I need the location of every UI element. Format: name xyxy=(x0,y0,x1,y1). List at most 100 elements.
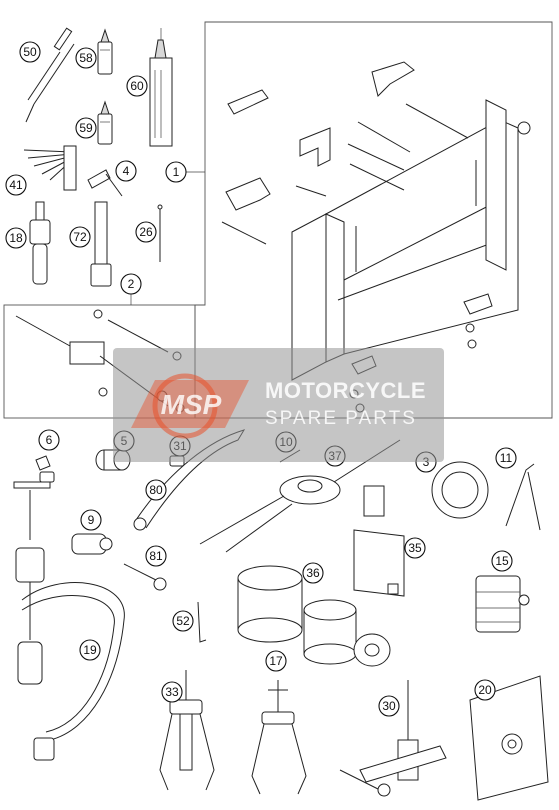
callout-label: 41 xyxy=(9,178,23,192)
callout-label: 9 xyxy=(88,513,95,527)
callout-circle xyxy=(69,226,91,248)
callout-81: 81 xyxy=(145,545,167,567)
callout-label: 30 xyxy=(382,699,396,713)
callout-circle xyxy=(5,227,27,249)
puller-33-part xyxy=(159,670,215,791)
callout-circle xyxy=(120,273,142,295)
watermark-title: MOTORCYCLE xyxy=(265,378,427,403)
callout-1: 1 xyxy=(165,161,187,183)
callout-circle xyxy=(126,75,148,97)
callout-58: 58 xyxy=(75,47,97,69)
callout-circle xyxy=(5,174,27,196)
hex-key-52-part xyxy=(197,601,207,643)
callout-label: 33 xyxy=(165,685,179,699)
pliers-11-part xyxy=(505,463,541,531)
callout-label: 80 xyxy=(149,483,163,497)
callout-label: 18 xyxy=(9,231,23,245)
callout-15: 15 xyxy=(491,550,513,572)
callout-label: 19 xyxy=(83,643,97,657)
tool-4-part xyxy=(87,169,123,197)
callout-26: 26 xyxy=(135,221,157,243)
callout-17: 17 xyxy=(265,650,287,672)
callout-circle xyxy=(80,509,102,531)
part-6 xyxy=(35,455,55,483)
callout-label: 17 xyxy=(269,654,283,668)
watermark-subtitle: SPARE PARTS xyxy=(265,408,417,429)
press-30-part xyxy=(339,680,447,797)
svg-text:MSP: MSP xyxy=(161,389,222,420)
callout-circle xyxy=(265,650,287,672)
callout-circle xyxy=(302,562,324,584)
stand-1-part xyxy=(221,61,531,413)
puller-18-part xyxy=(29,201,51,285)
callout-35: 35 xyxy=(404,537,426,559)
callout-circle xyxy=(474,679,496,701)
callout-59: 59 xyxy=(75,117,97,139)
callout-label: 4 xyxy=(123,164,130,178)
callout-80: 80 xyxy=(145,479,167,501)
callout-circle xyxy=(145,479,167,501)
callout-label: 35 xyxy=(408,541,422,555)
callout-circle xyxy=(75,47,97,69)
callout-label: 50 xyxy=(23,45,37,59)
callout-label: 52 xyxy=(176,614,190,628)
callout-36: 36 xyxy=(302,562,324,584)
callout-18: 18 xyxy=(5,227,27,249)
callout-label: 3 xyxy=(423,455,430,469)
bottle-58-part xyxy=(97,28,113,75)
clamp-19-part xyxy=(13,481,125,761)
tube-60-part xyxy=(149,28,173,147)
callout-circle xyxy=(145,545,167,567)
callout-label: 72 xyxy=(73,230,87,244)
callout-circle xyxy=(495,447,517,469)
callout-circle xyxy=(378,695,400,717)
callout-circle xyxy=(115,160,137,182)
callout-label: 60 xyxy=(130,79,144,93)
callout-6: 6 xyxy=(38,429,60,451)
syringe-part xyxy=(25,27,75,123)
pin-26-part xyxy=(157,204,163,262)
callout-label: 6 xyxy=(46,433,53,447)
msp-logo: MSP xyxy=(131,373,249,439)
callout-52: 52 xyxy=(172,610,194,632)
callout-label: 26 xyxy=(139,225,153,239)
callout-circle xyxy=(161,681,183,703)
callout-60: 60 xyxy=(126,75,148,97)
callout-label: 36 xyxy=(306,566,320,580)
feeler-gauges-part xyxy=(23,145,77,191)
callout-circle xyxy=(135,221,157,243)
callout-20: 20 xyxy=(474,679,496,701)
ring-3-part xyxy=(431,461,489,519)
callout-4: 4 xyxy=(115,160,137,182)
compressor-15-part xyxy=(475,575,530,633)
puller-17-part xyxy=(251,680,307,795)
callout-circle xyxy=(491,550,513,572)
plate-20-part xyxy=(469,675,549,801)
callout-30: 30 xyxy=(378,695,400,717)
callout-2: 2 xyxy=(120,273,142,295)
callout-circle xyxy=(404,537,426,559)
callout-label: 81 xyxy=(149,549,163,563)
callout-33: 33 xyxy=(161,681,183,703)
callout-11: 11 xyxy=(495,447,517,469)
callout-circle xyxy=(38,429,60,451)
tool-72-part xyxy=(90,201,112,287)
callout-circle xyxy=(165,161,187,183)
callout-circle xyxy=(79,639,101,661)
callout-72: 72 xyxy=(69,226,91,248)
callout-label: 58 xyxy=(79,51,93,65)
bottle-59-part xyxy=(97,100,113,145)
callout-circle xyxy=(19,41,41,63)
callout-circle xyxy=(75,117,97,139)
sleeves-36-part xyxy=(237,565,391,667)
part-81 xyxy=(123,563,167,591)
callout-label: 1 xyxy=(173,165,180,179)
callout-50: 50 xyxy=(19,41,41,63)
callout-label: 2 xyxy=(128,277,135,291)
callout-label: 59 xyxy=(79,121,93,135)
callout-label: 11 xyxy=(500,451,513,465)
watermark-banner: MSP MOTORCYCLE SPARE PARTS xyxy=(113,348,444,462)
plate-35-part xyxy=(353,485,405,597)
